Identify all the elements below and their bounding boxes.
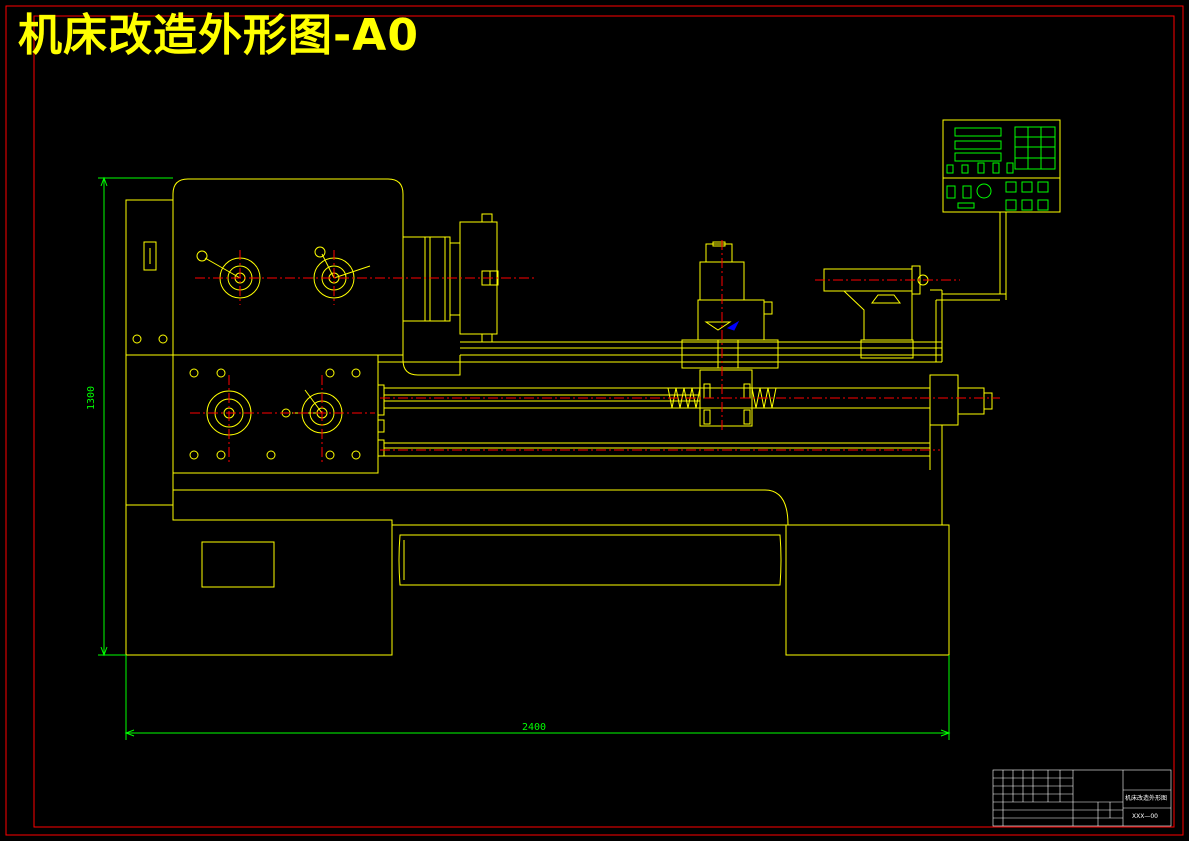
- dimension-lines: [98, 176, 951, 740]
- lathe-outline: [125, 178, 1006, 656]
- title-block: [992, 769, 1172, 827]
- cnc-control-panel: [942, 119, 1061, 213]
- title-block-drawing-name: 机床改造外形图: [1125, 795, 1168, 802]
- handwheels: [132, 246, 371, 460]
- inner-frame: [33, 15, 1175, 828]
- tool-accent: [726, 320, 740, 331]
- panel-cable: [999, 212, 1007, 300]
- drawing-title: 机床改造外形图-A0: [18, 10, 419, 61]
- dimension-height-label: 1300: [86, 385, 97, 410]
- dimension-width-label: 2400: [522, 722, 547, 733]
- centerlines: [190, 240, 1000, 465]
- title-block-drawing-number: XXX—00: [1132, 813, 1158, 820]
- outer-frame: [5, 5, 1184, 836]
